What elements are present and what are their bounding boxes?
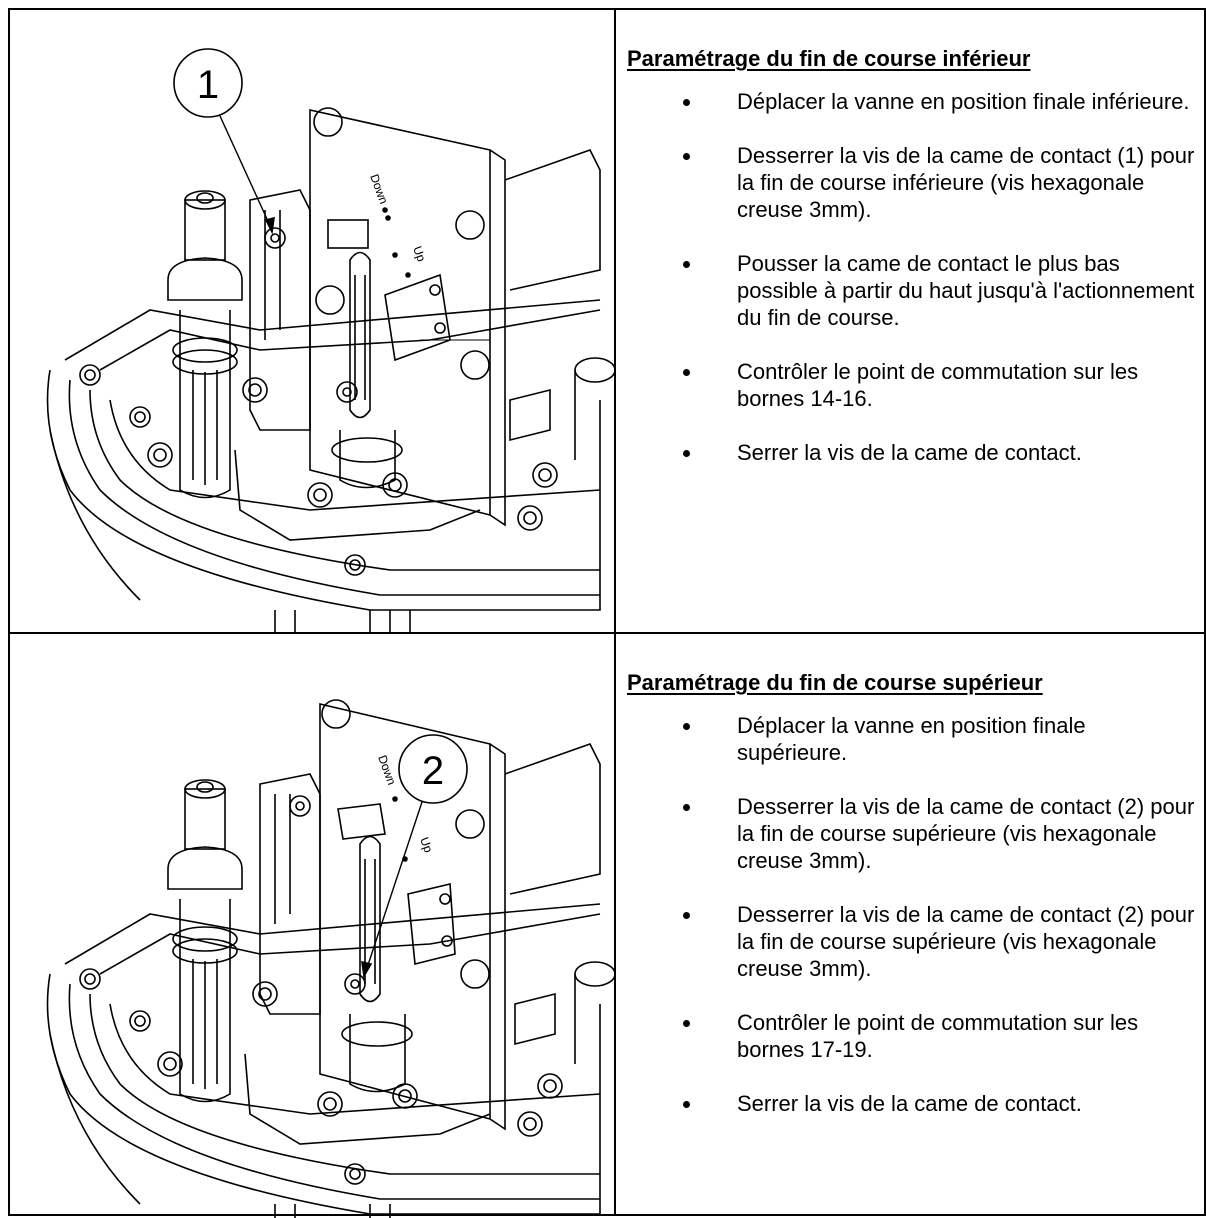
bullet-icon: [683, 912, 690, 919]
step-text: Pousser la came de contact le plus bas p…: [737, 251, 1195, 330]
step-text: Déplacer la vanne en position finale inf…: [737, 89, 1190, 114]
list-item: Contrôler le point de commutation sur le…: [616, 1009, 1197, 1063]
list-item: Pousser la came de contact le plus bas p…: [616, 250, 1197, 331]
step-text: Contrôler le point de commutation sur le…: [737, 1010, 1139, 1062]
step-text: Desserrer la vis de la came de contact (…: [737, 902, 1195, 981]
bullet-icon: [683, 261, 690, 268]
instruction-table: Down Up 1 Paramétrage du fin de course i…: [8, 8, 1206, 1218]
bullet-icon: [683, 723, 690, 730]
list-item: Serrer la vis de la came de contact.: [616, 1090, 1197, 1117]
bullet-icon: [683, 450, 690, 457]
bullet-icon: [683, 804, 690, 811]
bullet-icon: [683, 99, 690, 106]
step-text: Serrer la vis de la came de contact.: [737, 440, 1082, 465]
row-divider: [10, 632, 1204, 634]
bullet-icon: [683, 153, 690, 160]
up-label: Up: [417, 835, 436, 855]
callout-number-2: 2: [422, 749, 444, 793]
bullet-icon: [683, 1101, 690, 1108]
bullet-icon: [683, 369, 690, 376]
list-item: Serrer la vis de la came de contact.: [616, 439, 1197, 466]
list-item: Déplacer la vanne en position finale inf…: [616, 88, 1197, 115]
bullet-icon: [683, 1020, 690, 1027]
drawing-lower-limit-switch: Down Up 1: [10, 10, 614, 632]
step-text: Desserrer la vis de la came de contact (…: [737, 794, 1195, 873]
column-divider: [614, 10, 616, 1214]
step-list: Déplacer la vanne en position finale inf…: [616, 88, 1197, 493]
step-text: Contrôler le point de commutation sur le…: [737, 359, 1139, 411]
list-item: Desserrer la vis de la came de contact (…: [616, 901, 1197, 982]
list-item: Desserrer la vis de la came de contact (…: [616, 793, 1197, 874]
up-label: Up: [410, 244, 429, 264]
step-text: Serrer la vis de la came de contact.: [737, 1091, 1082, 1116]
drawing-upper-limit-switch: Down Up 2: [10, 634, 614, 1218]
list-item: Desserrer la vis de la came de contact (…: [616, 142, 1197, 223]
callout-number-1: 1: [197, 63, 219, 107]
section-heading: Paramétrage du fin de course inférieur: [627, 46, 1031, 71]
down-label: Down: [367, 172, 391, 206]
step-text: Déplacer la vanne en position finale sup…: [737, 713, 1086, 765]
section-heading: Paramétrage du fin de course supérieur: [627, 670, 1043, 695]
list-item: Contrôler le point de commutation sur le…: [616, 358, 1197, 412]
step-text: Desserrer la vis de la came de contact (…: [737, 143, 1195, 222]
step-list: Déplacer la vanne en position finale sup…: [616, 712, 1197, 1144]
list-item: Déplacer la vanne en position finale sup…: [616, 712, 1197, 766]
down-label: Down: [375, 753, 399, 787]
